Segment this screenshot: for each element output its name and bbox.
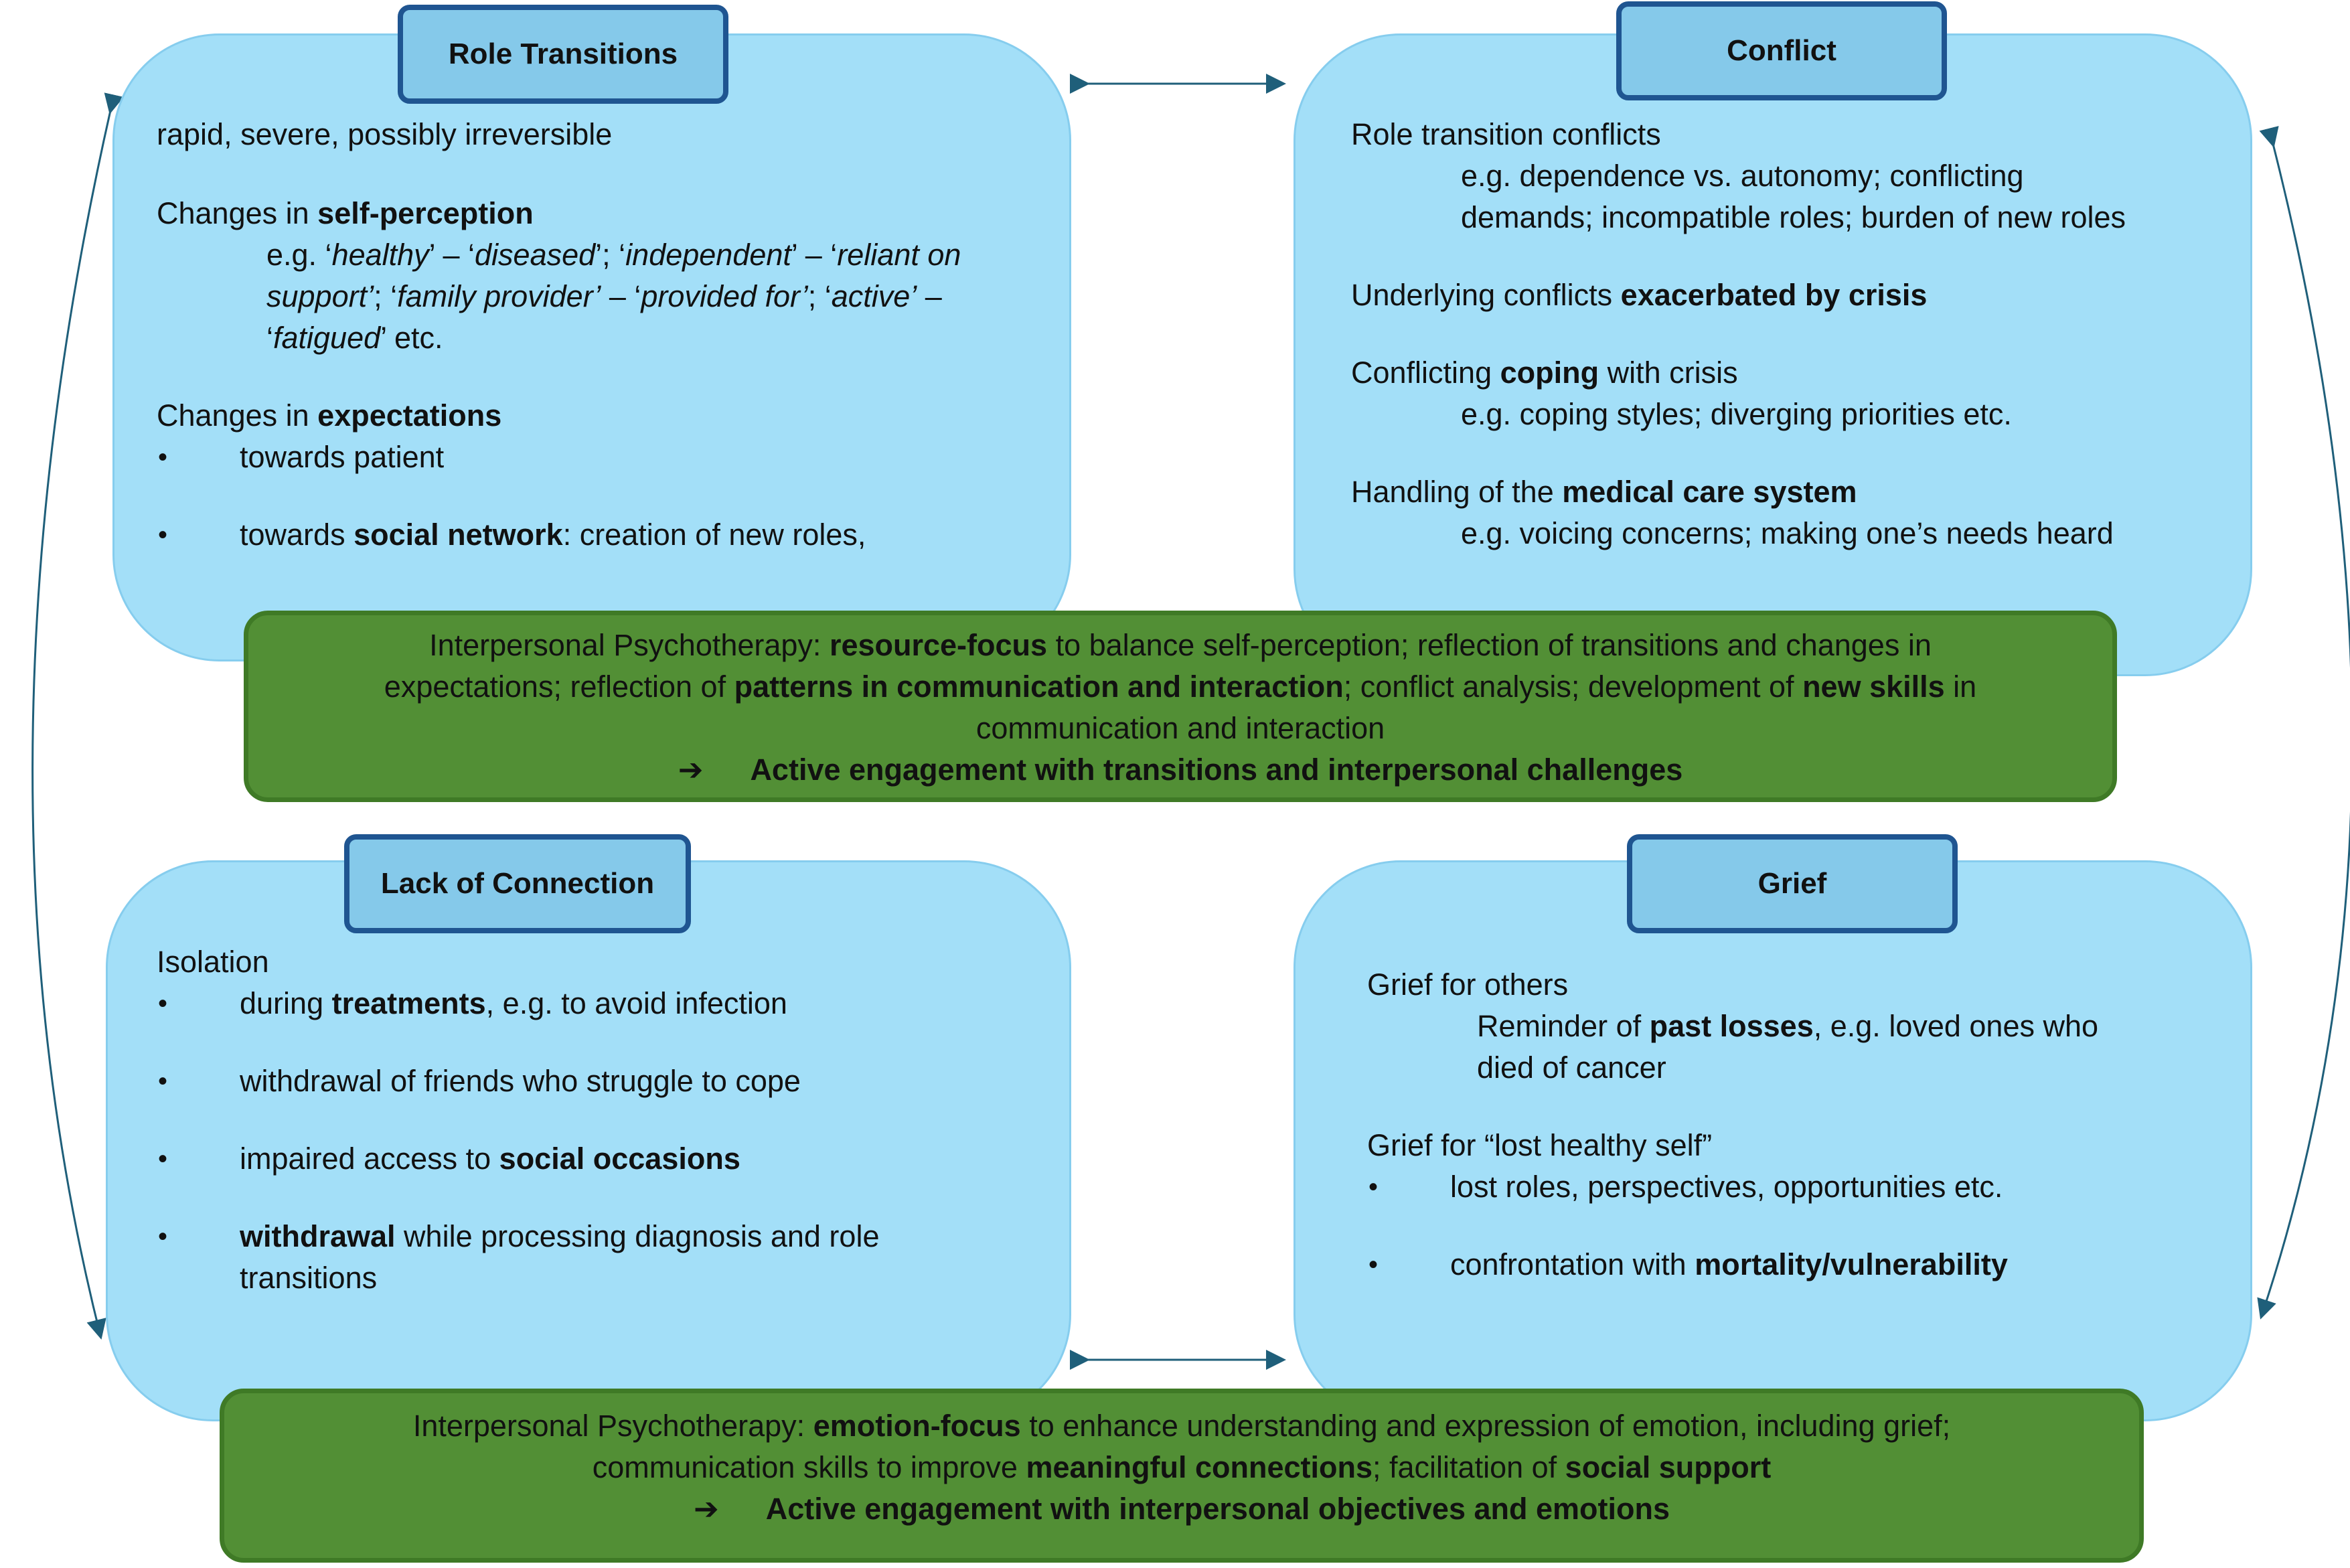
arrow-right-curve — [2257, 126, 2350, 1320]
arrow-left-curve — [31, 92, 124, 1340]
gr-p1: Grief for others — [1367, 967, 1569, 1002]
grief-box — [1294, 860, 2252, 1421]
ipt-bottom-box: Interpersonal Psychotherapy: emotion-foc… — [220, 1389, 2144, 1563]
lc-intro: Isolation — [157, 945, 269, 979]
lc-b4: withdrawal while processing diagnosis an… — [240, 1219, 880, 1253]
ipt-top-line4: ➔Active engagement with transitions and … — [678, 753, 1683, 787]
bullet-icon: • — [158, 1067, 168, 1096]
rt-sp-example-line1: e.g. ‘healthy’ – ‘diseased’; ‘independen… — [266, 238, 961, 272]
lack-of-connection-box — [106, 860, 1071, 1421]
lc-b2: withdrawal of friends who struggle to co… — [240, 1064, 801, 1098]
cf-p1-ex1: e.g. dependence vs. autonomy; conflictin… — [1461, 159, 2024, 193]
rt-sp-example-line2: support’; ‘family provider’ – ‘provided … — [266, 279, 942, 313]
bullet-icon: • — [158, 1222, 168, 1251]
bullet-icon: • — [1368, 1172, 1379, 1202]
rt-exp-bullet1: towards patient — [240, 440, 445, 474]
gr-p1-ex-cont: died of cancer — [1477, 1050, 1666, 1085]
lc-b1: during treatments, e.g. to avoid infecti… — [240, 986, 787, 1020]
lc-b3: impaired access to social occasions — [240, 1142, 740, 1176]
cf-p1: Role transition conflicts — [1351, 117, 1661, 151]
bullet-icon: • — [158, 989, 168, 1018]
grief-title: Grief — [1627, 834, 1958, 933]
ipt-top-line3: communication and interaction — [975, 711, 1385, 745]
gr-b2: confrontation with mortality/vulnerabili… — [1450, 1247, 2008, 1281]
cf-p1-ex2: demands; incompatible roles; burden of n… — [1461, 200, 2126, 234]
bullet-icon: • — [158, 520, 168, 550]
rt-intro: rapid, severe, possibly irreversible — [157, 117, 613, 151]
ipt-top-line2: expectations; reflection of patterns in … — [384, 670, 1977, 704]
cf-p2: Underlying conflicts exacerbated by cris… — [1351, 278, 1928, 312]
arrow-right-icon: ➔ — [693, 1492, 719, 1526]
role-transitions-title: Role Transitions — [398, 5, 728, 104]
ipt-bottom-line1: Interpersonal Psychotherapy: emotion-foc… — [412, 1409, 1951, 1443]
bullet-icon: • — [1368, 1250, 1379, 1279]
rt-exp-bullet2: towards social network: creation of new … — [240, 518, 866, 552]
ipt-top-box: Interpersonal Psychotherapy: resource-fo… — [244, 611, 2117, 802]
ipt-top-line1: Interpersonal Psychotherapy: resource-fo… — [429, 628, 1932, 662]
conflict-title: Conflict — [1616, 1, 1947, 100]
lack-of-connection-title: Lack of Connection — [344, 834, 691, 933]
rt-expectations-heading: Changes in expectations — [157, 398, 502, 433]
cf-p3-ex: e.g. coping styles; diverging priorities… — [1461, 397, 2012, 431]
rt-sp-lead: Changes in — [157, 196, 318, 230]
arrow-right-icon: ➔ — [678, 753, 704, 787]
lc-b4-cont: transitions — [240, 1261, 378, 1295]
bullet-icon: • — [158, 443, 168, 472]
ipt-bottom-line2: communication skills to improve meaningf… — [592, 1450, 1772, 1484]
ipt-bottom-line3: ➔Active engagement with interpersonal ob… — [693, 1492, 1670, 1526]
rt-sp-example-line3: ‘fatigued’ etc. — [266, 321, 443, 355]
gr-b1: lost roles, perspectives, opportunities … — [1450, 1170, 2003, 1204]
gr-p2: Grief for “lost healthy self” — [1367, 1128, 1713, 1162]
cf-p3: Conflicting coping with crisis — [1351, 356, 1738, 390]
cf-p4: Handling of the medical care system — [1351, 475, 1857, 509]
rt-sp-bold: self-perception — [317, 196, 534, 230]
cf-p4-ex: e.g. voicing concerns; making one’s need… — [1461, 516, 2114, 550]
gr-p1-ex: Reminder of past losses, e.g. loved ones… — [1477, 1009, 2099, 1043]
rt-self-perception-heading: Changes in self-perception — [157, 193, 534, 234]
bullet-icon: • — [158, 1144, 168, 1174]
role-transitions-box — [112, 33, 1071, 661]
